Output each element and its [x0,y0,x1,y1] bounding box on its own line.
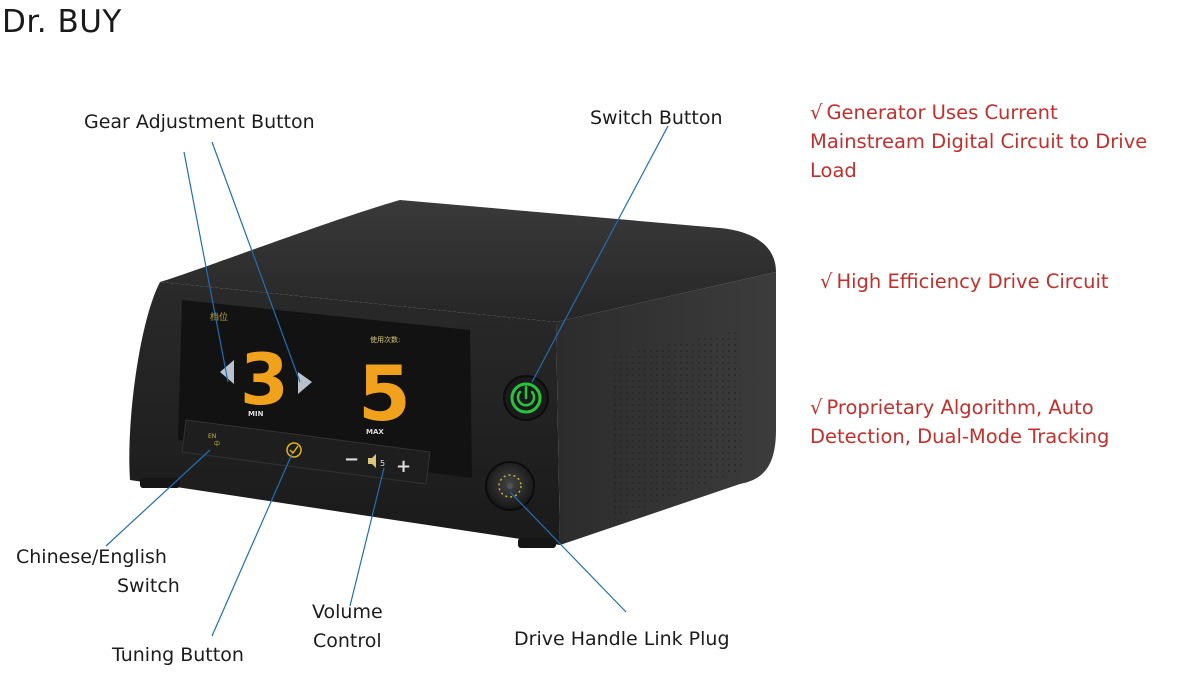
power-icon [516,390,536,407]
triangle-right-icon [298,372,312,394]
feature-line: High Efficiency Drive Circuit [836,270,1109,293]
volume-callout-line2: Control [313,630,382,652]
check-circle-icon [286,442,302,458]
tuning-button-callout: Tuning Button [112,644,244,666]
gear-min-label: MIN [248,410,264,418]
feature-line: Proprietary Algorithm, Auto [826,396,1094,419]
device-top [160,200,776,322]
volume-plus-icon: + [396,456,411,477]
check-icon: √ [820,270,833,293]
feature-proprietary-algorithm: √Proprietary Algorithm, Auto Detection, … [810,393,1109,451]
volume-level-value: 5 [380,459,385,468]
usage-max-label: MAX [366,428,384,436]
gear-header: 档位 [210,311,228,323]
feature-line: Generator Uses Current [826,101,1058,124]
triangle-left-icon [220,360,234,384]
svg-text:中: 中 [214,440,220,448]
brand-title: Dr. BUY [2,4,122,40]
callout-lines [105,125,669,637]
check-icon: √ [810,101,823,124]
gear-adjustment-callout: Gear Adjustment Button [84,111,315,133]
usage-value-digit: 5 [358,349,411,438]
drive-handle-callout: Drive Handle Link Plug [514,628,730,650]
cn-en-switch-callout-line2: Switch [117,575,180,597]
volume-callout-line1: Volume [312,601,383,623]
feature-digital-circuit: √Generator Uses Current Mainstream Digit… [810,98,1147,185]
cn-en-switch-callout-line1: Chinese/English [16,546,167,568]
switch-button-callout: Switch Button [590,107,723,129]
feature-high-efficiency: √High Efficiency Drive Circuit [820,267,1109,296]
lang-toggle-icon: EN [208,433,216,440]
check-icon: √ [810,396,823,419]
feature-line: Mainstream Digital Circuit to Drive [810,130,1148,153]
feature-line: Detection, Dual-Mode Tracking [810,425,1110,448]
feature-line: Load [810,159,857,182]
volume-minus-icon: − [344,449,359,470]
usage-header: 使用次数: [370,335,400,344]
speaker-icon [368,454,376,468]
gear-value-digit: 3 [240,339,289,421]
